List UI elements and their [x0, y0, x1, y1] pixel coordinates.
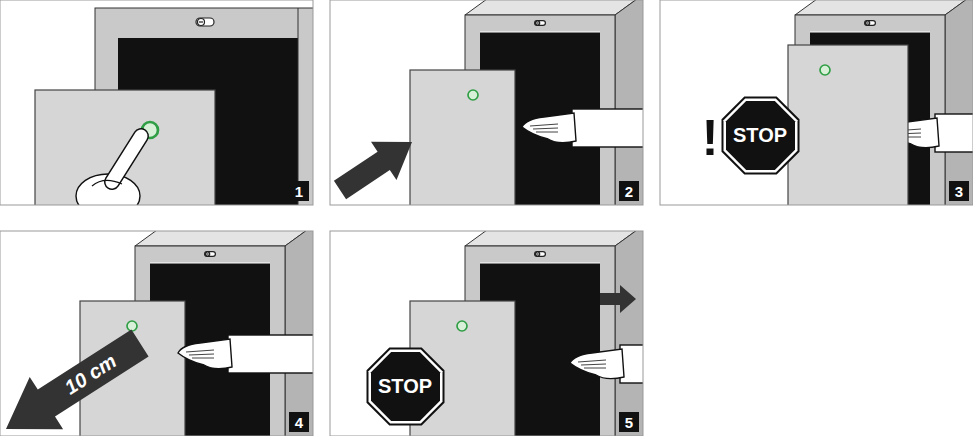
lock-slot	[866, 22, 868, 23]
lock-slot	[206, 253, 208, 254]
octagon-ring	[723, 98, 797, 172]
cabinet-top	[795, 0, 973, 15]
warning-mark: !	[702, 113, 719, 163]
sign-text: STOP	[378, 376, 432, 396]
lock-key	[536, 21, 540, 25]
green-button	[820, 65, 830, 75]
hand	[178, 339, 232, 369]
frame-edge	[298, 8, 299, 205]
release-arrow	[600, 285, 636, 313]
door	[788, 45, 908, 205]
cabinet-side	[945, 0, 973, 205]
lock-slot	[536, 22, 538, 23]
finger	[112, 136, 141, 182]
octagon-inner	[726, 101, 795, 170]
sleeve	[572, 109, 643, 147]
panel	[660, 0, 973, 215]
panel-content	[330, 0, 643, 205]
lock-slot	[199, 21, 203, 22]
hand	[570, 349, 624, 379]
finger-line	[578, 360, 606, 362]
panel-number-box	[619, 412, 639, 432]
cabinet-side	[615, 0, 643, 205]
cabinet-top	[465, 0, 643, 15]
callout-number: 3	[955, 184, 963, 199]
panel-content	[0, 231, 313, 436]
panel-number-box	[289, 181, 309, 201]
panel	[330, 206, 940, 436]
lock-key	[206, 252, 210, 256]
cabinet-side	[285, 231, 313, 436]
lock-key	[866, 21, 870, 25]
finger-line	[192, 358, 214, 359]
panel-number-box	[289, 412, 309, 432]
cabinet-top	[465, 231, 643, 246]
panel-content	[0, 0, 313, 205]
frame-edge	[480, 263, 600, 264]
push-arrow	[334, 142, 412, 200]
lock	[196, 18, 214, 26]
panel-number-box	[619, 181, 639, 201]
panel-content	[330, 231, 643, 436]
cabinet-top	[135, 231, 313, 246]
octagon-outer	[366, 347, 444, 425]
finger-line	[186, 350, 214, 352]
green-button	[468, 90, 478, 100]
octagon-inner	[371, 352, 440, 421]
lock	[865, 21, 876, 26]
sleeve	[935, 114, 973, 152]
finger-line	[536, 132, 558, 133]
sign-text: STOP	[733, 125, 787, 145]
thumb	[92, 180, 122, 186]
lock	[205, 252, 216, 257]
panel-border	[330, 0, 643, 205]
octagon-ring	[368, 349, 442, 423]
panel-border	[660, 0, 973, 205]
callout-number: 4	[295, 415, 303, 430]
stop-sign: STOP	[366, 347, 445, 426]
frame-edge	[150, 263, 270, 264]
finger-line	[584, 368, 606, 369]
callout-number: 1	[295, 184, 303, 199]
sleeve	[228, 335, 313, 373]
stop-sign: STOP	[721, 96, 800, 175]
finger-outline	[112, 136, 141, 182]
frame-edge	[480, 32, 600, 33]
green-button	[127, 321, 137, 331]
panel-border	[0, 231, 313, 436]
callout-number: 2	[625, 184, 633, 199]
finger-line	[581, 364, 606, 365]
panel-number-box	[949, 181, 969, 201]
lock-key	[536, 252, 540, 256]
panel-border	[0, 0, 313, 205]
hand	[522, 113, 576, 143]
cabinet-side	[615, 231, 643, 436]
lock	[535, 21, 546, 26]
finger-line	[530, 124, 558, 126]
panel-content	[660, 0, 973, 205]
green-button	[457, 321, 467, 331]
lock	[535, 252, 546, 257]
door	[410, 70, 515, 205]
panel	[0, 0, 335, 218]
callout-number: 5	[625, 415, 633, 430]
lock-key	[198, 19, 205, 26]
lock-slot	[536, 253, 538, 254]
finger-line	[533, 128, 558, 129]
pull-arrow	[6, 330, 149, 430]
frame-edge	[810, 32, 930, 33]
octagon-outer	[721, 96, 799, 174]
finger-line	[189, 354, 214, 355]
panel-border	[330, 231, 643, 436]
